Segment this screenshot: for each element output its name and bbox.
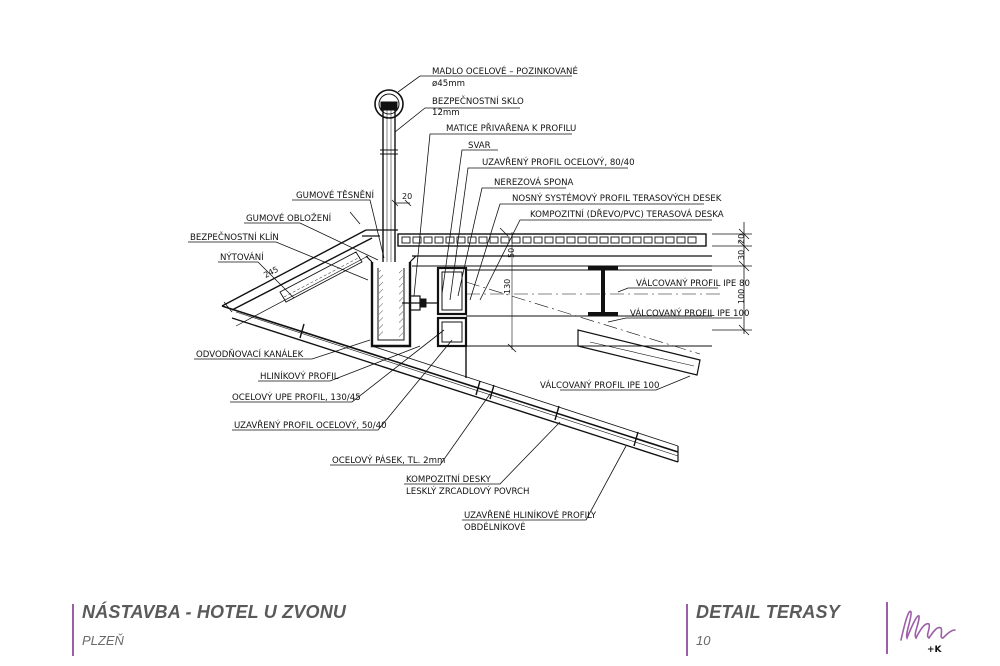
deck-cavity — [599, 236, 609, 244]
label-sklo-dim: 12mm — [432, 108, 460, 118]
section-drawing: MADLO OCELOVÉ – POZINKOVANÉ ø45mm BEZPEČ… — [188, 65, 752, 533]
label-uzavreny-80-40: UZAVŘENÝ PROFIL OCELOVÝ, 80/40 — [482, 156, 635, 168]
deck-cavity — [401, 236, 411, 244]
label-uzavreny-50-40: UZAVŘENÝ PROFIL OCELOVÝ, 50/40 — [234, 419, 387, 431]
sheet-block: DETAIL TERASY 10 — [696, 602, 840, 648]
deck-cavity — [489, 236, 499, 244]
closed-profile-80-40 — [436, 266, 468, 316]
deck-cavity — [555, 236, 565, 244]
label-madlo-dim: ø45mm — [432, 79, 465, 89]
dim-50: 50 — [507, 248, 516, 258]
deck-cavity — [500, 236, 510, 244]
label-hlinikovy: HLINÍKOVÝ PROFIL — [260, 370, 339, 382]
deck-cavity — [522, 236, 532, 244]
terrace-deck — [397, 233, 707, 247]
label-nosny-system: NOSNÝ SYSTÉMOVÝ PROFIL TERASOVÝCH DESEK — [512, 192, 722, 204]
project-block: NÁSTAVBA - HOTEL U ZVONU PLZEŇ — [82, 602, 346, 648]
label-madlo: MADLO OCELOVÉ – POZINKOVANÉ — [432, 65, 578, 77]
label-nytovani: NÝTOVÁNÍ — [220, 251, 264, 263]
deck-cavity — [456, 236, 466, 244]
deck-cavity — [434, 236, 444, 244]
label-pasek: OCELOVÝ PÁSEK, TL. 2mm — [332, 454, 445, 466]
dim-20-top: 20 — [402, 192, 412, 201]
deck-cavity — [665, 236, 675, 244]
lower-slope-outer — [221, 305, 679, 453]
annotation-labels: MADLO OCELOVÉ – POZINKOVANÉ ø45mm BEZPEČ… — [190, 65, 750, 533]
ipe80-beam — [588, 266, 618, 316]
deck-cavity — [588, 236, 598, 244]
sheet-title: DETAIL TERASY — [696, 602, 840, 622]
label-sklo: BEZPEČNOSTNÍ SKLO — [432, 95, 524, 107]
logo-mark: +K — [927, 645, 943, 655]
deck-cavity — [654, 236, 664, 244]
label-matice: MATICE PŘIVAŘENA K PROFILU — [446, 123, 576, 134]
label-gumove-oblozeni: GUMOVÉ OBLOŽENÍ — [246, 212, 332, 224]
label-nerezova-spona: NEREZOVÁ SPONA — [494, 176, 574, 188]
deck-cavity — [621, 236, 631, 244]
closed-profile-50-40 — [436, 316, 468, 348]
dim-130: 130 — [503, 279, 512, 294]
ipe100-beam — [577, 329, 701, 376]
project-city: PLZEŇ — [82, 633, 124, 648]
deck-cavity — [676, 236, 686, 244]
label-kompozitni-desky-2: LESKLÝ ZRCADLOVÝ POVRCH — [406, 485, 530, 497]
deck-cavity — [544, 236, 554, 244]
deck-cavity — [467, 236, 477, 244]
deck-cavity — [577, 236, 587, 244]
studio-logo: +K — [885, 600, 965, 656]
deck-cavity — [423, 236, 433, 244]
dim-r100: 100 — [737, 289, 746, 304]
label-hlinikove-profily-1: UZAVŘENÉ HLINÍKOVÉ PROFILY — [464, 509, 597, 521]
leader-lines — [188, 75, 742, 521]
deck-cavity — [610, 236, 620, 244]
deck-cavity — [478, 236, 488, 244]
deck-cavity — [643, 236, 653, 244]
label-ipe100-b: VÁLCOVANÝ PROFIL IPE 100 — [540, 379, 659, 391]
slope-linework — [221, 211, 679, 463]
label-bezpecnostni-klin: BEZPEČNOSTNÍ KLÍN — [190, 231, 279, 243]
deck-cavity — [511, 236, 521, 244]
deck-cavity — [632, 236, 642, 244]
label-kompozitni-terasova: KOMPOZITNÍ (DŘEVO/PVC) TERASOVÁ DESKA — [530, 208, 724, 220]
handrail-shoe — [380, 101, 398, 111]
footer-bar-right — [686, 604, 688, 656]
sheet-number: 10 — [696, 633, 711, 648]
project-title: NÁSTAVBA - HOTEL U ZVONU — [82, 602, 347, 622]
label-ipe80: VÁLCOVANÝ PROFIL IPE 80 — [636, 277, 750, 289]
deck-cavity — [687, 236, 697, 244]
label-gumove-tesneni: GUMOVÉ TĚSNĚNÍ — [296, 189, 374, 201]
label-ipe100-a: VÁLCOVANÝ PROFIL IPE 100 — [630, 307, 749, 319]
label-odvodnovaci: ODVODŇOVACÍ KANÁLEK — [196, 348, 304, 360]
handrail-circle — [374, 89, 404, 119]
footer-bar-left — [72, 604, 74, 656]
label-kompozitni-desky-1: KOMPOZITNÍ DESKY — [406, 473, 491, 485]
label-svar: SVAR — [468, 141, 491, 151]
deck-cavity — [533, 236, 543, 244]
linework — [365, 89, 720, 376]
deck-cavities — [401, 236, 697, 244]
deck-cavity — [566, 236, 576, 244]
label-upe: OCELOVÝ UPE PROFIL, 130/45 — [232, 391, 361, 403]
right-dimension-chain — [712, 222, 752, 336]
deck-cavity — [412, 236, 422, 244]
dim-r20: 20 — [737, 234, 746, 244]
handrail-inner — [378, 93, 400, 115]
dim-r30: 30 — [737, 250, 746, 260]
label-hlinikove-profily-2: OBDÉLNÍKOVÉ — [464, 521, 526, 533]
logo-signature-icon — [900, 610, 956, 641]
